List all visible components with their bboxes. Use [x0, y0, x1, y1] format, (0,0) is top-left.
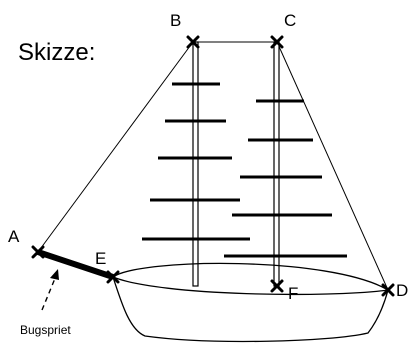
point-a-label: A [8, 227, 20, 246]
point-b-label: B [170, 11, 181, 30]
bowsprit [37, 249, 114, 280]
point-f-marker [270, 279, 284, 293]
point-f-label: F [288, 284, 298, 303]
point-d-marker [381, 283, 395, 297]
bowsprit-annotation: Bugspriet [20, 323, 71, 337]
mast-c [273, 41, 280, 287]
bowsprit-arrow-head-icon [50, 269, 59, 280]
rig-line-a-b [37, 41, 194, 253]
mast-b [192, 41, 199, 287]
rig-line-c-d [276, 41, 389, 291]
point-d-label: D [396, 281, 408, 300]
point-e-label: E [95, 249, 106, 268]
point-e-marker [106, 270, 120, 284]
hull-deck-outline [111, 262, 390, 296]
bowsprit-arrow-shaft [41, 275, 57, 311]
point-b-marker [186, 35, 200, 49]
hull-body-outline [112, 276, 389, 343]
point-a-marker [31, 245, 45, 259]
point-c-marker [270, 35, 284, 49]
point-c-label: C [284, 11, 296, 30]
sketch-title: Skizze: [18, 39, 95, 66]
